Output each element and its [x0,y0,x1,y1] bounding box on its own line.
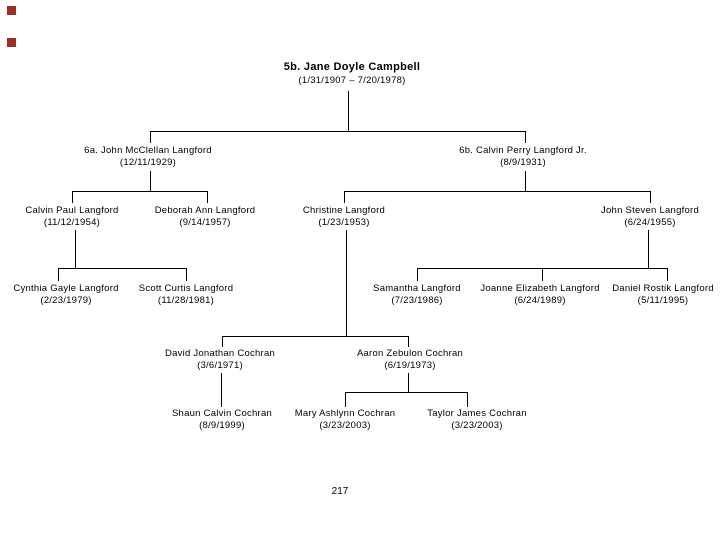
person-name: Mary Ashlynn Cochran [294,408,396,419]
person-dates: (1/31/1907 – 7/20/1978) [298,75,406,86]
person-node-samantha-langford: Samantha Langford(7/23/1986) [327,283,507,307]
person-node-aaron-zebulon-cochran: Aaron Zebulon Cochran(6/19/1973) [320,348,500,372]
tree-connector-line [344,191,650,192]
tree-connector-line [207,191,208,203]
tree-connector-line [467,392,468,407]
tree-connector-line [345,392,467,393]
tree-connector-line [417,268,418,281]
person-name: Christine Langford [302,205,386,216]
person-dates: (3/23/2003) [451,420,503,431]
tree-connector-line [346,230,347,336]
person-dates: (11/12/1954) [43,217,101,228]
person-name: Samantha Langford [373,283,461,294]
person-dates: (8/9/1931) [500,157,546,168]
person-name: Shaun Calvin Cochran [171,408,273,419]
person-name: Joanne Elizabeth Langford [480,283,600,294]
person-node-john-mcclellan-langford: 6a. John McClellan Langford(12/11/1929) [58,145,238,169]
person-dates: (6/24/1989) [514,295,566,306]
person-name: Calvin Paul Langford [25,205,119,216]
person-name: Cynthia Gayle Langford [13,283,119,294]
page-number: 217 [331,486,349,497]
person-name: Deborah Ann Langford [154,205,256,216]
person-dates: (8/9/1999) [199,420,245,431]
person-node-shaun-calvin-cochran: Shaun Calvin Cochran(8/9/1999) [132,408,312,432]
person-dates: (6/19/1973) [384,360,436,371]
person-dates: (11/28/1981) [157,295,215,306]
tree-connector-line [222,336,408,337]
person-node-christine-langford: Christine Langford(1/23/1953) [254,205,434,229]
person-name: Scott Curtis Langford [138,283,234,294]
red-placeholder-square [7,38,16,47]
tree-connector-line [72,191,207,192]
tree-connector-line [667,268,668,281]
tree-connector-line [345,392,346,407]
person-node-joanne-elizabeth-langford: Joanne Elizabeth Langford(6/24/1989) [450,283,630,307]
tree-connector-line [58,268,59,281]
person-dates: (9/14/1957) [179,217,231,228]
tree-connector-line [58,268,186,269]
tree-connector-line [525,131,526,143]
person-name: Daniel Rostik Langford [612,283,714,294]
person-name: 5b. Jane Doyle Campbell [283,61,421,73]
person-dates: (1/23/1953) [318,217,370,228]
person-dates: (3/6/1971) [197,360,243,371]
person-node-david-jonathan-cochran: David Jonathan Cochran(3/6/1971) [130,348,310,372]
person-node-jane-doyle-campbell: 5b. Jane Doyle Campbell (1/31/1907 – 7/20… [262,60,442,87]
person-dates: (6/24/1955) [624,217,676,228]
tree-connector-line [221,373,222,407]
tree-connector-line [150,131,151,143]
tree-connector-line [75,230,76,268]
person-name: Aaron Zebulon Cochran [356,348,464,359]
person-dates: (5/11/1995) [637,295,689,306]
tree-connector-line [525,171,526,191]
tree-connector-line [408,373,409,392]
tree-connector-line [186,268,187,281]
person-dates: (12/11/1929) [119,157,177,168]
person-node-mary-ashlynn-cochran: Mary Ashlynn Cochran(3/23/2003) [255,408,435,432]
tree-connector-line [542,268,543,281]
person-node-taylor-james-cochran: Taylor James Cochran(3/23/2003) [387,408,567,432]
person-node-cynthia-gayle-langford: Cynthia Gayle Langford(2/23/1979) [0,283,156,307]
tree-connector-line [650,191,651,203]
person-dates: (2/23/1979) [40,295,92,306]
person-node-deborah-ann-langford: Deborah Ann Langford(9/14/1957) [115,205,295,229]
person-node-daniel-rostik-langford: Daniel Rostik Langford(5/11/1995) [573,283,720,307]
person-node-scott-curtis-langford: Scott Curtis Langford(11/28/1981) [96,283,276,307]
red-placeholder-square [7,6,16,15]
tree-connector-line [344,191,345,203]
person-node-calvin-paul-langford: Calvin Paul Langford(11/12/1954) [0,205,162,229]
person-dates: (3/23/2003) [319,420,371,431]
tree-connector-line [72,191,73,203]
tree-connector-line [648,230,649,268]
person-name: John Steven Langford [601,205,699,216]
person-name: Taylor James Cochran [427,408,527,419]
tree-connector-line [408,336,409,347]
tree-connector-line [348,91,349,131]
person-name: 6b. Calvin Perry Langford Jr. [459,145,587,156]
tree-connector-line [150,171,151,191]
person-node-calvin-perry-langford-jr: 6b. Calvin Perry Langford Jr.(8/9/1931) [433,145,613,169]
person-dates: (7/23/1986) [391,295,443,306]
person-node-john-steven-langford: John Steven Langford(6/24/1955) [560,205,720,229]
person-name: David Jonathan Cochran [164,348,276,359]
tree-connector-line [222,336,223,347]
tree-connector-line [150,131,526,132]
person-name: 6a. John McClellan Langford [84,145,212,156]
